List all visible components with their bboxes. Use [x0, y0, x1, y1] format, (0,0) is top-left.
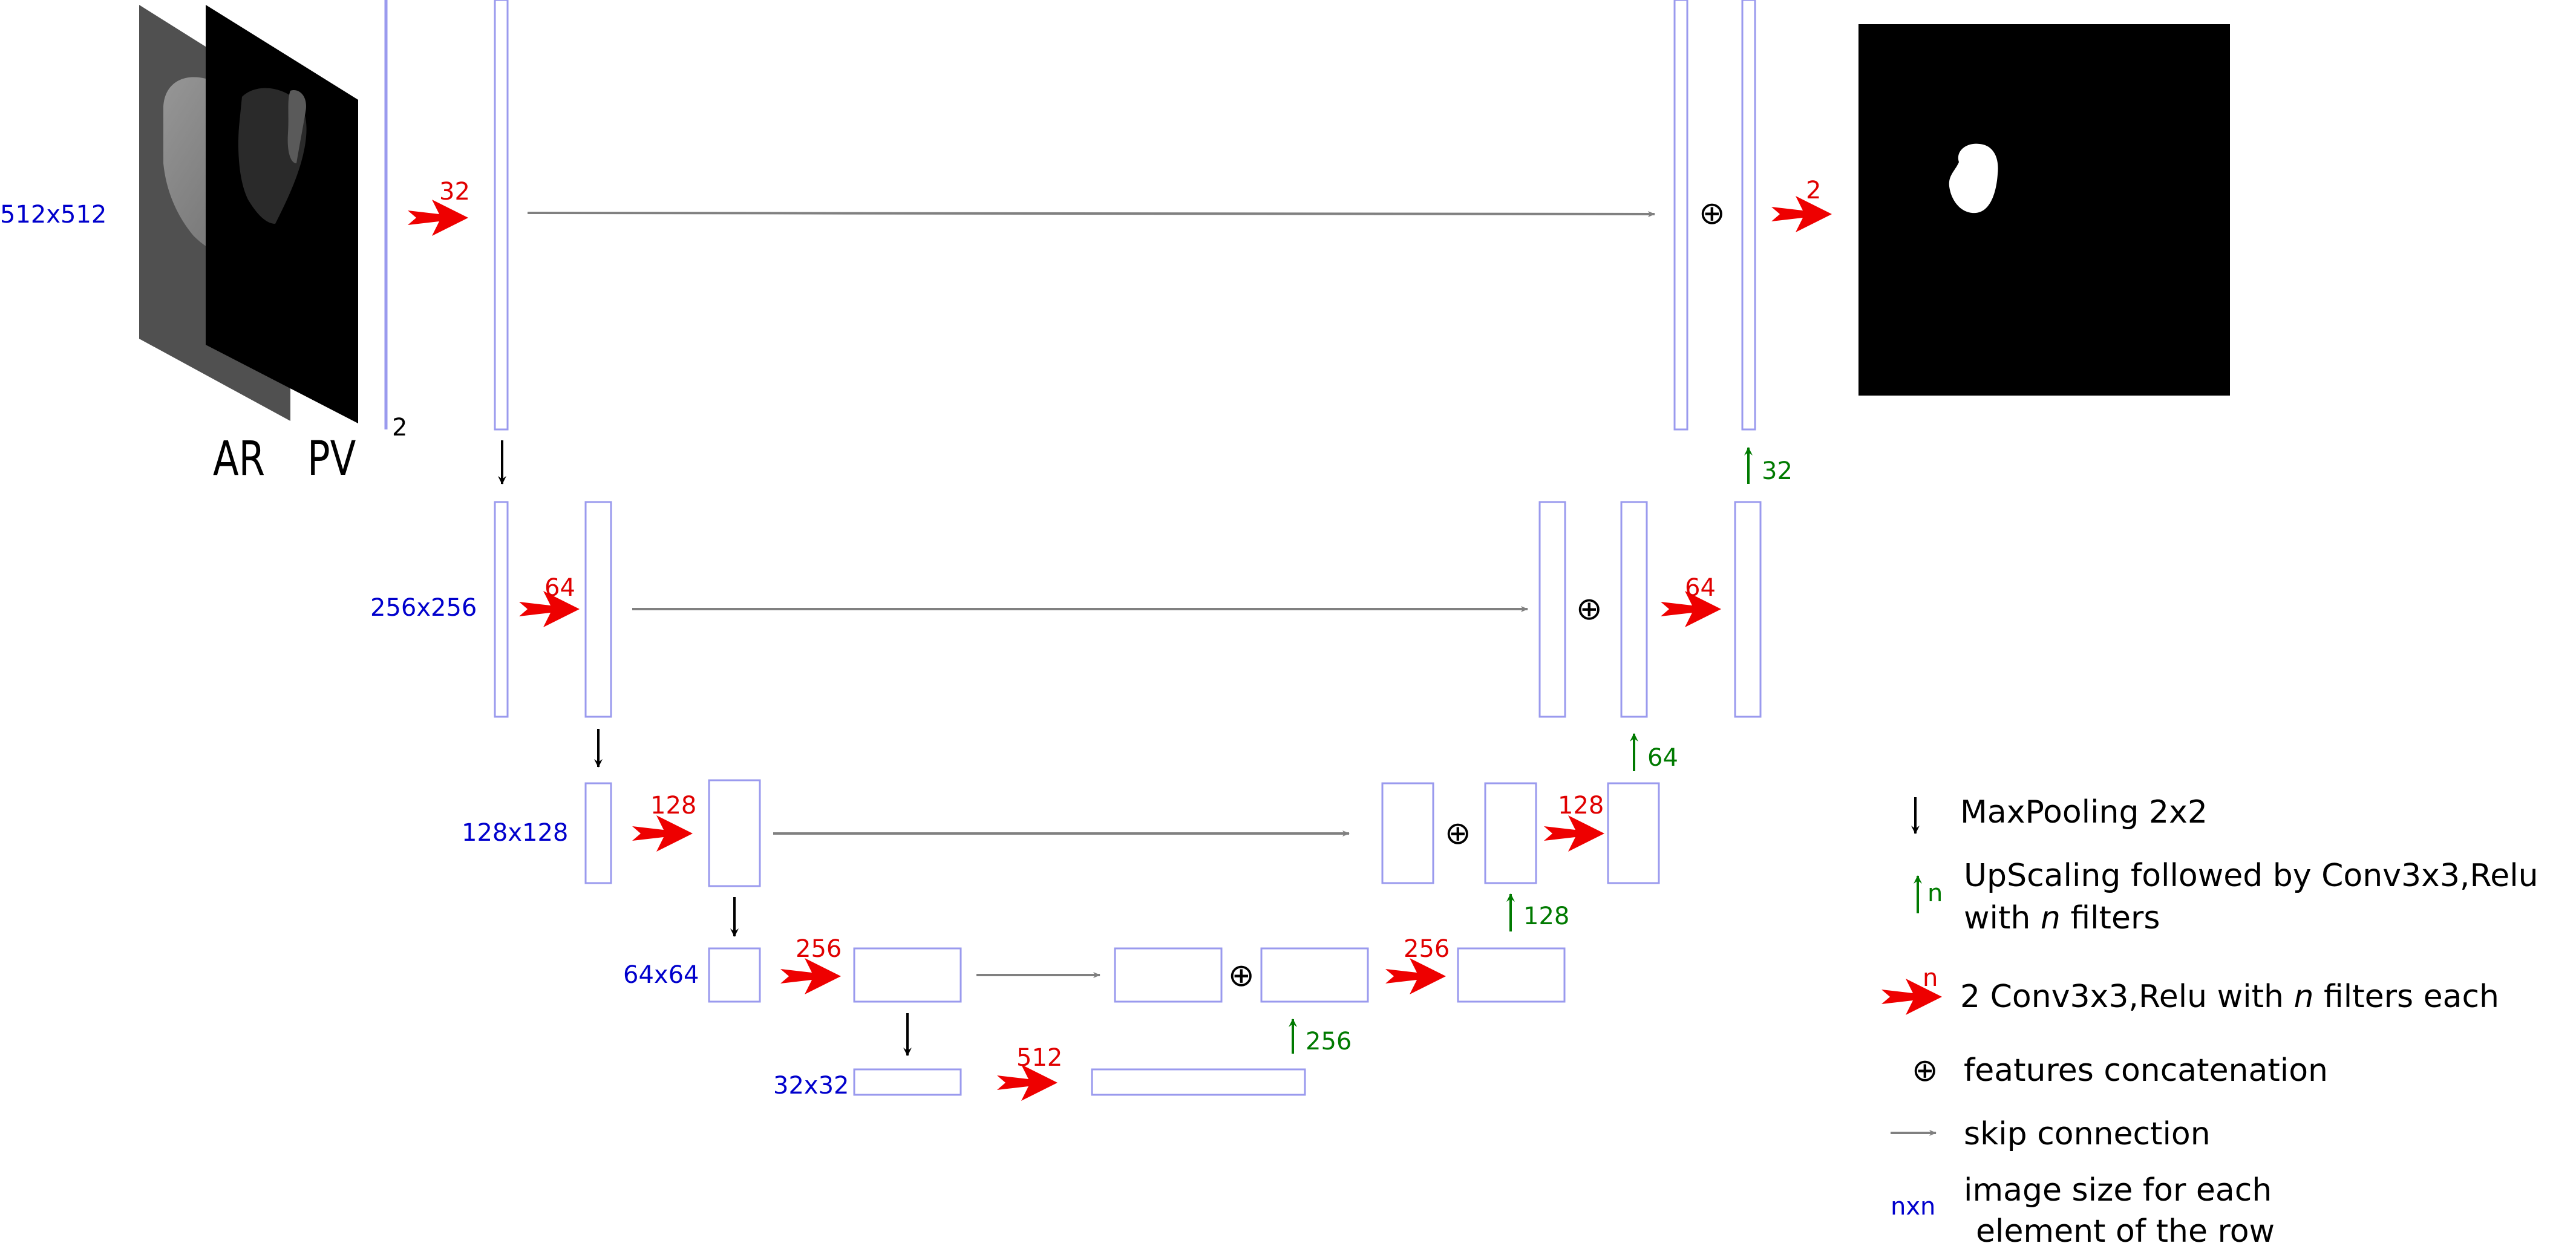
upscale-label-64: 64: [1647, 744, 1678, 772]
dec3-skip-block: [1381, 782, 1434, 884]
output-mask-image: [1858, 24, 2230, 396]
dec3-upsampled-block: [1484, 782, 1537, 884]
conv-label-256: 256: [796, 935, 842, 963]
enc3-pooled-block: [584, 782, 612, 884]
dec4-block: [1457, 947, 1566, 1003]
concat-symbol-row2: ⊕: [1576, 591, 1603, 627]
dec4-skip-block: [1114, 947, 1223, 1003]
conv-label-dec-256: 256: [1404, 935, 1450, 963]
row-size-512: 512x512: [0, 201, 106, 229]
legend-size-line1: image size for each: [1964, 1172, 2272, 1208]
legend-conv-marker: n: [1923, 964, 1938, 992]
bottleneck-pooled-block: [853, 1068, 962, 1096]
dec1-upsampled-block: [1673, 0, 1688, 431]
conv-label-out-2: 2: [1806, 177, 1821, 204]
upscale-label-32: 32: [1762, 457, 1793, 485]
dec3-block: [1607, 782, 1660, 884]
row-size-256: 256x256: [370, 594, 477, 622]
legend-skip-text: skip connection: [1964, 1116, 2211, 1152]
legend-size-line2: element of the row: [1976, 1213, 2275, 1244]
row-size-32: 32x32: [773, 1072, 849, 1100]
conv-arrow-dec-128: [1544, 815, 1604, 852]
bottleneck-block: [1091, 1068, 1306, 1096]
dec2-block: [1734, 501, 1762, 718]
conv-label-64: 64: [544, 574, 575, 602]
enc1-block: [494, 0, 509, 431]
conv-label-128: 128: [650, 792, 696, 820]
conv-label-512: 512: [1016, 1044, 1062, 1072]
conv-arrow-256: [780, 958, 841, 994]
legend-upscale-line2: with n filters: [1964, 900, 2160, 936]
dec2-upsampled-block: [1620, 501, 1648, 718]
concat-symbol-row1: ⊕: [1699, 195, 1725, 232]
conv-arrow-out-2: [1771, 196, 1832, 232]
enc3-block: [708, 779, 761, 887]
concat-symbol-row3: ⊕: [1445, 815, 1471, 852]
dec4-upsampled-block: [1260, 947, 1369, 1003]
enc2-pooled-block: [494, 501, 509, 718]
legend-conv-text: 2 Conv3x3,Relu with n filters each: [1960, 979, 2499, 1015]
enc2-block: [584, 501, 612, 718]
legend-size-marker: nxn: [1891, 1193, 1935, 1221]
conv-label-dec-128: 128: [1558, 792, 1604, 820]
concat-symbol-row4: ⊕: [1228, 957, 1255, 994]
conv-label-dec-64: 64: [1685, 574, 1716, 602]
input-image-pv: [206, 5, 358, 423]
legend: MaxPooling 2x2 n UpScaling followed by C…: [1881, 794, 2538, 1246]
enc4-pooled-block: [708, 947, 761, 1003]
channel-label-pv: PV: [307, 431, 356, 486]
legend-upscale-line1: UpScaling followed by Conv3x3,Relu: [1964, 858, 2538, 894]
channel-label-ar: AR: [213, 431, 265, 486]
row-size-128: 128x128: [462, 819, 568, 847]
legend-concat-text: features concatenation: [1964, 1052, 2328, 1089]
skip-connection-row1: [527, 210, 1655, 217]
input-channel-count: 2: [392, 414, 407, 442]
conv-arrow-128: [632, 815, 693, 852]
enc4-block: [853, 947, 962, 1003]
conv-label-32: 32: [439, 178, 470, 206]
upscale-label-128: 128: [1523, 902, 1569, 930]
conv-arrow-dec-256: [1385, 958, 1446, 994]
legend-upscale-marker: n: [1927, 879, 1943, 907]
legend-maxpool-text: MaxPooling 2x2: [1960, 794, 2208, 830]
dec2-skip-block: [1538, 501, 1566, 718]
upscale-label-256: 256: [1306, 1028, 1352, 1055]
legend-concat-icon: ⊕: [1912, 1052, 1938, 1089]
row-size-64: 64x64: [623, 961, 699, 989]
dec1-concat-block: [1741, 0, 1756, 431]
